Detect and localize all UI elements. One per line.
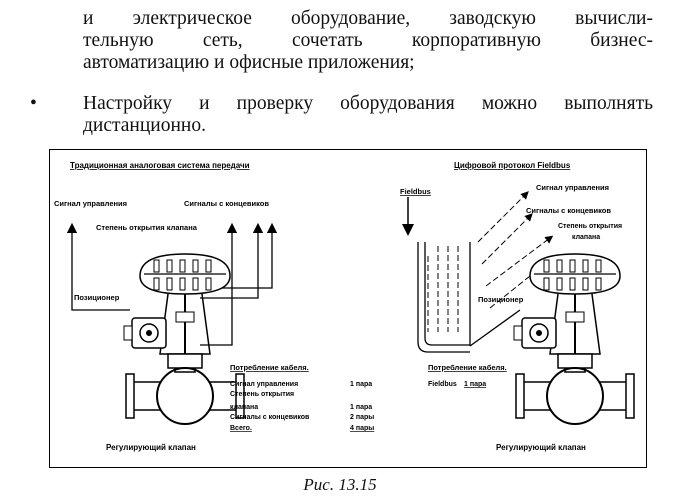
left-valve-label: Регулирующий клапан — [106, 443, 196, 452]
left-cable-row-label: Сигнал управления — [230, 381, 298, 388]
right-valve-opening-label: Степень открытия — [558, 223, 622, 230]
figure-diagram: Традиционная аналоговая система передачи… — [49, 149, 647, 468]
wire-limit-signal-1 — [200, 222, 264, 299]
left-cable-heading: Потребление кабеля. — [230, 363, 309, 372]
right-title: Цифровой протокол Fieldbus — [454, 161, 571, 170]
left-valve-opening-label: Степень открытия клапана — [96, 223, 198, 232]
right-positioner-label: Позиционер — [478, 295, 524, 304]
dashed-signal-out — [481, 213, 533, 265]
fieldbus-cable — [424, 242, 470, 346]
left-cable-total-value: 4 пары — [350, 425, 374, 432]
left-limit-signals-label: Сигналы с концевиков — [184, 199, 269, 208]
text-line: Настройку и проверку оборудования можно … — [83, 93, 653, 114]
paragraph-continuation: и электрическое оборудование, заводскую … — [83, 8, 653, 74]
bullet-marker: • — [30, 93, 37, 114]
right-limit-signals-label: Сигналы с концевиков — [526, 206, 611, 215]
text-line: и электрическое оборудование, заводскую … — [83, 8, 653, 29]
right-cable-heading: Потребление кабеля. — [428, 363, 507, 372]
fieldbus-cable — [417, 242, 470, 353]
bullet-text: Настройку и проверку оборудования можно … — [83, 93, 653, 137]
left-cable-row-label: Сигналы с концевиков — [230, 414, 310, 421]
left-positioner-label: Позиционер — [74, 293, 120, 302]
left-cable-total-label: Всего. — [230, 425, 252, 432]
left-title: Традиционная аналоговая система передачи — [70, 161, 250, 170]
figure-caption: Рис. 13.15 — [303, 475, 377, 494]
left-cable-row-value: 2 пары — [350, 414, 374, 421]
fieldbus-to-positioner — [469, 309, 521, 347]
text-line: тельную сеть, сочетать корпоративную биз… — [83, 30, 653, 51]
dashed-signal-out — [485, 235, 554, 287]
right-control-signal-label: Сигнал управления — [536, 183, 609, 192]
text-line: автоматизацию и офисные приложения; — [83, 52, 415, 73]
diagram-svg: Традиционная аналоговая система передачи… — [54, 161, 635, 452]
right-cable-label: Fieldbus — [428, 381, 457, 388]
right-valve-opening-label: клапана — [572, 234, 600, 241]
wire-limit-signal-2 — [200, 222, 278, 289]
left-control-signal-label: Сигнал управления — [54, 199, 127, 208]
left-cable-row-label: Степень открытия — [230, 391, 294, 398]
left-cable-row-value: 1 пара — [350, 381, 372, 388]
right-cable-value: 1 пара — [464, 381, 486, 388]
left-cable-row-label: клапана — [230, 404, 258, 411]
wire-valve-opening — [200, 222, 238, 346]
left-valve-graphic — [123, 253, 245, 425]
wire-control-signal — [66, 222, 130, 311]
fieldbus-label: Fieldbus — [400, 187, 431, 196]
right-valve-graphic — [513, 253, 635, 425]
right-valve-label: Регулирующий клапан — [496, 443, 586, 452]
dashed-signal-out — [477, 191, 529, 243]
text-line: дистанционно. — [83, 115, 206, 136]
left-cable-row-value: 1 пара — [350, 404, 372, 411]
